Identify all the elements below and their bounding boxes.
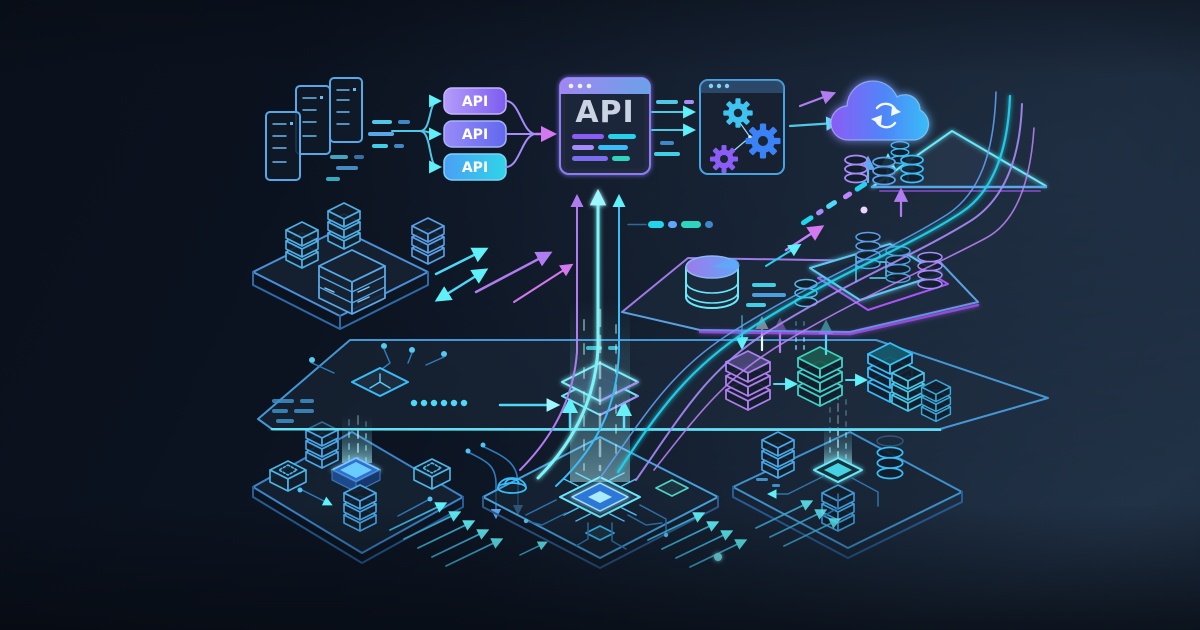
server-rack-icon (265, 111, 301, 181)
stream-line (555, 193, 626, 487)
database-pie-icon (685, 255, 740, 309)
api-pill-group: API API API (443, 87, 507, 181)
window-dot (586, 83, 592, 89)
stream-line (653, 127, 1035, 471)
circuit-board-center (482, 436, 719, 569)
server-top-tint (868, 343, 912, 365)
window-dot (577, 83, 583, 89)
flat-chip-icon (351, 367, 409, 397)
server-top-tint (798, 347, 842, 369)
window-dot (724, 83, 730, 89)
gear-icon (723, 98, 753, 128)
api-window: API (559, 77, 651, 175)
cloud-sync-icon (830, 80, 930, 141)
platform-right-tip (870, 130, 1048, 218)
board-traces (519, 499, 669, 556)
server-stack-icon (922, 380, 951, 421)
code-dashes (572, 134, 636, 161)
flow-arrows (788, 90, 841, 131)
server-top-tint (726, 351, 770, 373)
server-stack-icon (412, 218, 444, 264)
api-pill-label: API (462, 160, 488, 176)
board-traces (297, 487, 433, 517)
gear-icon (745, 123, 781, 159)
flow-arrows (434, 247, 574, 303)
circuit-trace-nodes (309, 343, 447, 374)
stream-line (519, 193, 584, 471)
database-cylinder-icon (844, 154, 868, 184)
converge-connectors (505, 100, 558, 168)
dome-component-icon (497, 477, 527, 494)
database-cylinder-icon (872, 156, 896, 186)
database-cylinder-icon (900, 154, 924, 184)
small-chip-icon (585, 525, 615, 541)
trace-arrow-fan (647, 512, 748, 568)
trace-arrow-fan (389, 502, 504, 567)
server-box-icon (318, 249, 386, 315)
window-dot (716, 83, 722, 89)
fork-connectors (391, 94, 443, 174)
code-dashes (326, 120, 410, 181)
window-titlebar (700, 80, 784, 93)
server-stack-icon (328, 203, 360, 249)
server-rack-icon (295, 85, 331, 155)
code-dashes (654, 100, 694, 156)
server-stack-icon (344, 485, 376, 531)
top-api-layer: API API API API (248, 77, 1048, 220)
trace-arrow-fan (755, 500, 842, 547)
data-packets (627, 181, 868, 228)
window-titlebar (560, 78, 650, 94)
server-stack-icon (286, 222, 318, 268)
server-platform-left (252, 203, 444, 330)
cpu-chip-icon (559, 472, 641, 522)
board-traces (756, 475, 879, 518)
stream-line (536, 188, 607, 480)
stream-line (616, 94, 1012, 474)
database-cylinder-icon (876, 435, 904, 480)
sync-arrows-icon (871, 102, 901, 129)
stream-line (599, 91, 997, 479)
api-pill-label: API (462, 127, 488, 143)
small-chip-icon (655, 479, 689, 497)
window-dot (568, 83, 574, 89)
stream-arrow (784, 225, 825, 252)
api-window-title: API (575, 95, 634, 130)
dotted-trace (410, 399, 468, 407)
window-dot (708, 83, 714, 89)
stream-line (635, 103, 1023, 481)
stream-arrow (765, 243, 802, 267)
server-stack-icon (892, 365, 924, 411)
server-rack-icon (329, 77, 363, 143)
gears-window (699, 79, 785, 175)
server-rack-group (265, 77, 363, 181)
code-dashes (746, 283, 786, 307)
glow-edge (698, 303, 980, 336)
flow-arrows (651, 105, 697, 137)
gear-icon (710, 145, 738, 173)
data-flow-streams (519, 91, 1035, 487)
server-stack-icon (762, 432, 794, 478)
api-pill-label: API (462, 94, 488, 110)
middle-circuit-layer (257, 315, 1049, 432)
